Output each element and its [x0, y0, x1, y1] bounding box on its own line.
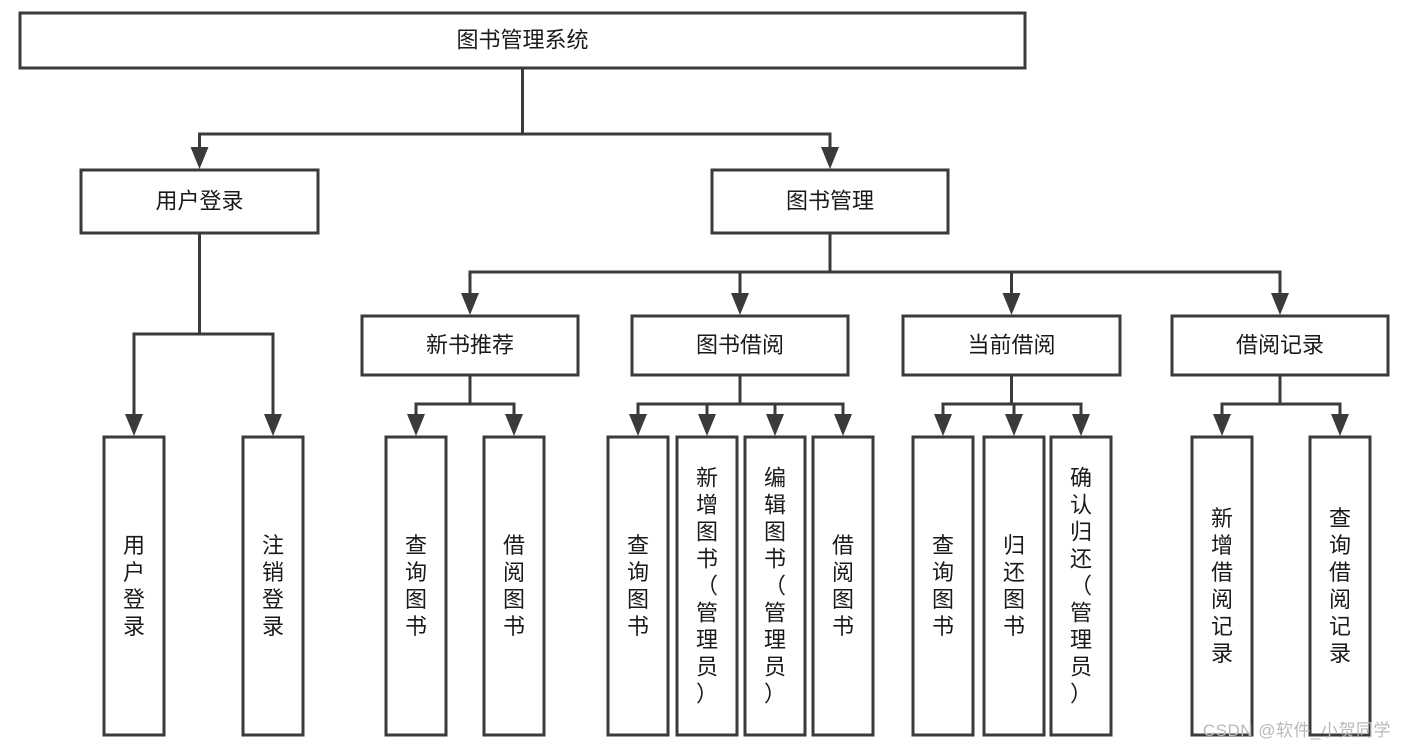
node-current[interactable]: 当前借阅	[901, 314, 1122, 377]
node-n2[interactable]: 借阅图书	[482, 435, 546, 737]
node-b3[interactable]: 编辑图书（管理员）	[743, 435, 807, 737]
node-l1[interactable]: 用户登录	[102, 435, 166, 737]
node-box-l1	[102, 435, 166, 737]
node-newbook[interactable]: 新书推荐	[360, 314, 580, 377]
node-borrow[interactable]: 图书借阅	[630, 314, 850, 377]
node-label-bookmgmt: 图书管理	[786, 188, 874, 213]
edge-group-bookmgmt	[461, 231, 1289, 315]
node-box-b4	[811, 435, 875, 737]
node-box-c2	[982, 435, 1046, 737]
node-box-c1	[911, 435, 975, 737]
node-box-record	[1170, 314, 1390, 377]
node-box-b1	[606, 435, 670, 737]
node-label-record: 借阅记录	[1236, 332, 1324, 357]
node-root[interactable]: 图书管理系统	[18, 11, 1027, 70]
node-r2[interactable]: 查询借阅记录	[1308, 435, 1372, 737]
node-record[interactable]: 借阅记录	[1170, 314, 1390, 377]
node-c2[interactable]: 归还图书	[982, 435, 1046, 737]
node-label-root: 图书管理系统	[456, 27, 588, 52]
node-box-n1	[384, 435, 448, 737]
node-label-c2: 归还图书	[1003, 533, 1025, 639]
node-layer: 图书管理系统用户登录图书管理新书推荐图书借阅当前借阅借阅记录用户登录注销登录查询…	[18, 11, 1390, 737]
node-box-r2	[1308, 435, 1372, 737]
node-label-b3: 编辑图书（管理员）	[764, 466, 786, 707]
node-box-n2	[482, 435, 546, 737]
node-n1[interactable]: 查询图书	[384, 435, 448, 737]
node-box-l2	[241, 435, 305, 737]
node-label-b4: 借阅图书	[832, 533, 854, 639]
node-box-borrow	[630, 314, 850, 377]
edge-group-record	[1213, 373, 1349, 436]
node-label-c1: 查询图书	[932, 533, 954, 639]
node-label-n1: 查询图书	[405, 533, 427, 639]
node-b2[interactable]: 新增图书（管理员）	[675, 435, 739, 737]
watermark-label: CSDN @软件_小贺同学	[1202, 721, 1391, 740]
node-box-c3	[1049, 435, 1113, 737]
node-label-b1: 查询图书	[627, 533, 649, 639]
node-box-bookmgmt	[710, 168, 950, 235]
node-label-r1: 新增借阅记录	[1211, 506, 1233, 666]
node-c3[interactable]: 确认归还（管理员）	[1049, 435, 1113, 737]
edge-group-current	[934, 373, 1090, 436]
node-label-n2: 借阅图书	[503, 533, 525, 639]
node-box-root	[18, 11, 1027, 70]
node-label-l1: 用户登录	[123, 533, 145, 639]
node-login[interactable]: 用户登录	[79, 168, 320, 235]
node-box-r1	[1190, 435, 1254, 737]
node-b4[interactable]: 借阅图书	[811, 435, 875, 737]
edge-group-borrow	[629, 373, 852, 436]
node-label-login: 用户登录	[155, 188, 243, 213]
node-box-newbook	[360, 314, 580, 377]
node-label-borrow: 图书借阅	[696, 332, 784, 357]
node-label-newbook: 新书推荐	[426, 332, 514, 357]
connector-layer	[125, 66, 1349, 436]
node-label-l2: 注销登录	[262, 533, 284, 639]
edge-group-newbook	[407, 373, 523, 436]
node-label-r2: 查询借阅记录	[1329, 506, 1351, 666]
node-box-current	[901, 314, 1122, 377]
node-label-c3: 确认归还（管理员）	[1070, 466, 1092, 707]
node-label-b2: 新增图书（管理员）	[696, 466, 718, 707]
edge-group-login	[125, 231, 282, 436]
node-b1[interactable]: 查询图书	[606, 435, 670, 737]
node-box-b3	[743, 435, 807, 737]
node-r1[interactable]: 新增借阅记录	[1190, 435, 1254, 737]
node-label-current: 当前借阅	[967, 332, 1055, 357]
node-box-b2	[675, 435, 739, 737]
node-box-login	[79, 168, 320, 235]
edge-group-root	[190, 66, 839, 169]
node-bookmgmt[interactable]: 图书管理	[710, 168, 950, 235]
node-c1[interactable]: 查询图书	[911, 435, 975, 737]
node-l2[interactable]: 注销登录	[241, 435, 305, 737]
